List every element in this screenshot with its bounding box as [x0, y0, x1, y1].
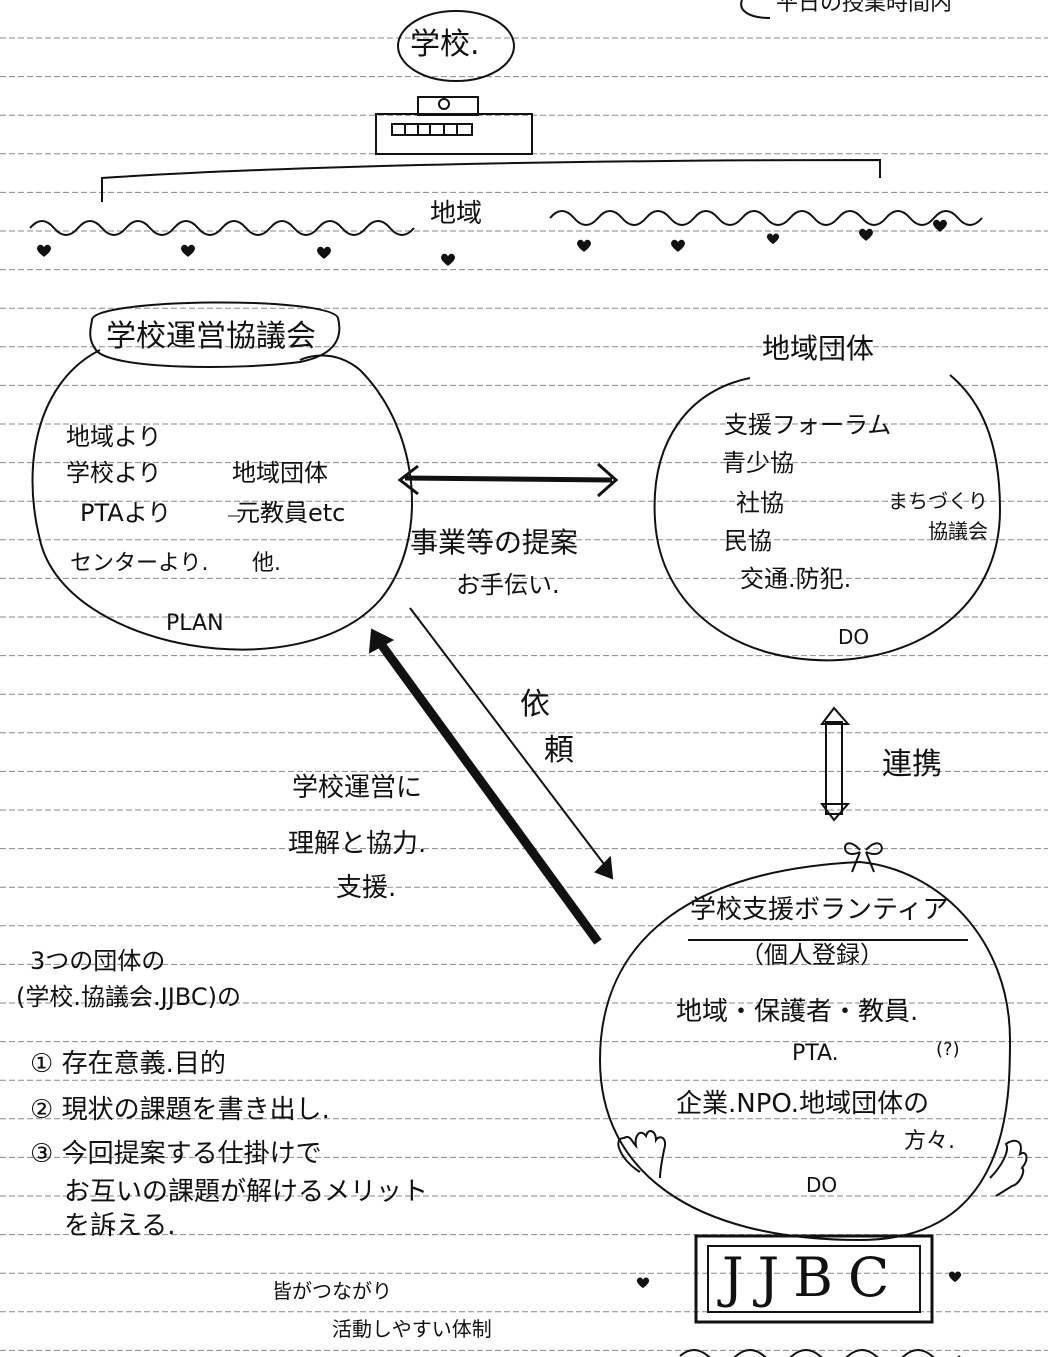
notes-intro-1: 3つの団体の [30, 947, 166, 975]
council-row-2-right: 地域団体 [232, 459, 328, 487]
right-hand-icon [989, 1139, 1028, 1197]
volunteer-role: DO [806, 1173, 838, 1197]
proposal-label-2: お手伝い. [456, 571, 560, 599]
school-label: 学校. [410, 27, 480, 62]
footer-line-1: 皆がつながり [272, 1279, 392, 1303]
volunteer-line-4: 方々. [904, 1129, 955, 1154]
council-row-4-right: 他. [252, 551, 281, 576]
community-circle [653, 374, 1002, 662]
heart-icon [766, 233, 780, 245]
request-label-1: 依 [520, 687, 550, 722]
heart-icon [948, 1271, 962, 1283]
council-row-3-left: PTAより [80, 499, 172, 527]
link-arrow [820, 706, 851, 822]
community-item-4: 民協 [724, 527, 772, 555]
corner-note-bubble [740, 0, 771, 19]
notes-item-3c: を訴える. [64, 1211, 176, 1241]
bottom-wave [679, 1349, 961, 1357]
notes-intro-2: (学校.協議会.JJBC)の [16, 983, 241, 1011]
request-arrow [409, 607, 614, 880]
volunteer-subtitle: （個人登録） [740, 941, 884, 969]
school-label-circle [397, 10, 515, 82]
school-ground-bracket [101, 158, 881, 202]
council-community-arrow [397, 462, 619, 498]
heart-icon [441, 253, 455, 266]
notes-item-3b: お互いの課題が解けるメリット [64, 1177, 429, 1207]
corner-note: 平日の授業時間内 [776, 0, 953, 16]
heart-icon [933, 219, 947, 232]
region-wave-left [29, 220, 415, 236]
volunteer-title: 学校支援ボランティア [690, 895, 949, 925]
heart-icon [317, 246, 331, 259]
heart-icon [37, 244, 51, 257]
notes-item-1: ① 存在意義.目的 [30, 1049, 226, 1079]
council-row-4-left: センターより. [70, 551, 209, 576]
link-label: 連携 [882, 747, 942, 782]
heart-icon [671, 239, 685, 252]
region-label: 地域 [430, 199, 483, 229]
support-label-3: 支援. [336, 873, 397, 903]
community-item-2: 青少協 [722, 449, 794, 477]
ribbon-bow-icon [844, 842, 883, 873]
community-item-5: 交通.防犯. [740, 565, 852, 593]
heart-icon [859, 228, 873, 241]
jjbc-frame-inner [707, 1245, 921, 1313]
notes-item-3a: ③ 今回提案する仕掛けで [30, 1139, 322, 1169]
school-building-icon [375, 96, 533, 155]
support-label-1: 学校運営に [292, 773, 423, 803]
support-label-2: 理解と協力. [288, 829, 427, 859]
volunteer-line-2-note: (?) [936, 1039, 960, 1060]
community-side-item-2: 協議会 [928, 519, 988, 543]
community-item-3: 社協 [736, 489, 784, 517]
support-arrow [368, 628, 602, 945]
heart-icon [577, 239, 591, 252]
volunteer-line-1: 地域・保護者・教員. [676, 997, 919, 1027]
jjbc-label: JJBC [722, 1246, 904, 1309]
left-hand-icon [617, 1130, 666, 1179]
heart-icon [181, 244, 195, 257]
proposal-label-1: 事業等の提案 [410, 526, 579, 559]
volunteer-circle [598, 860, 1012, 1242]
request-label-2: 頼 [544, 733, 574, 768]
council-title-bubble [89, 301, 341, 368]
community-role: DO [838, 625, 870, 649]
council-row-1-left: 地域より [66, 423, 162, 451]
community-side-item-1: まちづくり [888, 489, 988, 513]
community-title: 地域団体 [762, 332, 875, 365]
footer-line-2: 活動しやすい体制 [332, 1317, 492, 1341]
council-circle [31, 349, 413, 651]
region-wave-right [549, 210, 983, 226]
council-row-2-left: 学校より [66, 459, 162, 487]
heart-icon [636, 1277, 650, 1289]
community-item-1: 支援フォーラム [724, 411, 892, 439]
volunteer-line-3: 企業.NPO.地域団体の [676, 1089, 930, 1119]
council-title: 学校運営協議会 [106, 319, 316, 354]
volunteer-line-2: PTA. [792, 1041, 839, 1066]
notes-item-2: ② 現状の課題を書き出し. [30, 1095, 330, 1125]
council-row-3-right: 元教員etc [236, 499, 346, 527]
council-role: PLAN [166, 611, 224, 636]
jjbc-frame-outer [694, 1234, 934, 1324]
